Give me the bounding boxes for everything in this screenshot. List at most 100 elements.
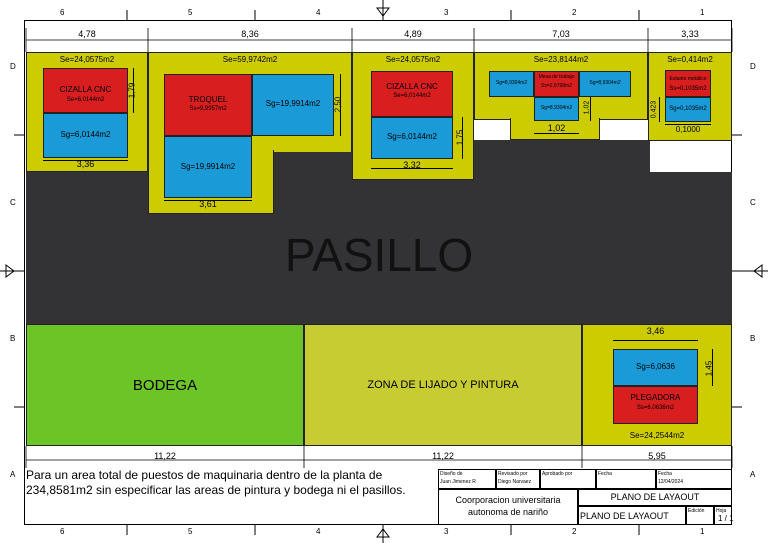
designed-by: Juan Jimenez R [440,479,476,485]
date-cell: Fecha [596,469,656,489]
service-area-label: Sg=19,9914m2 [265,99,321,108]
bodega-area [26,324,304,446]
service-area-label: Sg=6,0144m2 [386,132,438,141]
service-area-troquel-right [252,74,334,136]
dimension-label: 0,1000 [675,125,701,134]
machine-label: TROQUEL [188,95,228,104]
area-note: Para un area total de puestos de maquina… [26,468,406,497]
column-label: 1 [700,527,705,536]
date-label: Fecha [658,471,672,477]
dimension-line [43,160,128,161]
service-area-label: Sg=8,9304m2 [495,80,528,86]
dimension-line [164,200,252,201]
pasillo-area [26,172,732,324]
sheet-label: Hoja [716,508,727,514]
row-label: D [750,62,756,71]
dimension-label: 4,89 [404,29,422,39]
dimension-label: 3,33 [681,29,699,39]
drawing-title: PLANO DE LAYAOUT [610,492,700,502]
service-area-estante [665,97,711,122]
dimension-line [659,97,660,122]
row-label: B [10,334,16,343]
row-label: A [10,470,16,479]
dimension-label: 11,22 [432,451,454,461]
column-label: 4 [316,8,321,17]
drawing-subtitle: PLANO DE LAYAOUT [580,511,669,521]
designed-cell: Diseño de Juan Jimenez R [438,469,496,489]
machine-label: Estante metálico [669,76,707,82]
approved-label: Aprobado por [542,471,573,477]
service-area-label: Sg=6,0144m2 [60,130,111,139]
service-area-label: Sg=19,9914m2 [180,162,236,171]
machine-label: CIZALLA CNC [59,85,112,94]
reviewed-by: Diego Narvaez [498,479,532,485]
designed-label: Diseño de [440,471,463,477]
title-cell [578,489,732,506]
dimension-label: 1,79 [127,82,137,99]
column-label: 1 [700,8,705,17]
service-area-label: Sg=6,0636 [636,362,675,371]
column-label: 3 [444,8,449,17]
edition-cell: Edición [686,506,714,525]
machine-area: Se=6,0144m2 [393,93,431,99]
machine-cizalla-cnc [371,71,453,117]
sheet-cell: Hoja [714,506,732,525]
zone-se-label: Se=24,2544m2 [629,431,685,440]
machine-troquel [164,74,252,136]
service-area-mesa-right [579,71,631,97]
service-area-label: Sg=8,9304m2 [540,105,573,111]
sheet-number: 1 / 1 [718,514,734,523]
column-label: 2 [572,527,577,536]
row-label: D [10,62,16,71]
column-label: 5 [188,527,193,536]
dimension-label: 3,32 [403,160,421,170]
edition-label: Edición [688,508,705,514]
column-label: 2 [572,8,577,17]
service-area-label: Sg=0,1035m2 [669,106,707,112]
service-area-cizalla [43,113,128,158]
approved-cell: Aprobado por [540,469,596,489]
service-area-label: Sg=8,9304m2 [589,80,621,86]
row-label: C [750,198,756,207]
service-area-troquel-bottom [164,136,252,198]
column-label: 4 [316,527,321,536]
machine-label: CIZALLA CNC [386,82,438,91]
date-label: Fecha [598,471,612,477]
dimension-label: 4,78 [78,29,96,39]
zone-mesa-trabajo-lower [510,118,600,140]
zone-se-label: Se=23,8144m2 [533,55,589,64]
bottom-dimension-lines [25,446,733,468]
service-area-mesa-left [489,71,534,97]
zone-se-label: Se=59,9742m2 [222,55,278,64]
dimension-line [340,74,341,136]
zone-se-label: Se=24,0575m2 [59,55,115,64]
column-label: 5 [188,8,193,17]
dimension-line [371,168,453,169]
machine-cizalla-cnc [43,68,128,113]
date-value-cell: Fecha 12/04/2024 [656,469,732,489]
dimension-label: 5,95 [648,451,666,461]
row-label: C [10,198,16,207]
dimension-label: 3,36 [76,159,95,169]
dimension-label: 11,22 [154,451,176,461]
machine-plegadora [613,386,698,424]
service-area-mesa-bottom [534,97,579,121]
organization-cell [438,489,578,525]
top-dimension-lines [25,28,733,52]
machine-label: PLEGADORA [630,393,681,402]
pasillo-label: PASILLO [284,229,474,281]
bodega-label: BODEGA [132,377,198,394]
column-label: 6 [60,8,65,17]
dimension-label: 3,61 [199,199,217,209]
machine-area: Ss=0,1035m2 [669,86,707,92]
zone-se-label: Se=24,0575m2 [385,55,441,64]
dimension-label: 1,02 [547,123,566,133]
dimension-line [133,68,134,113]
dimension-line [462,117,463,159]
dimension-line [590,97,591,121]
machine-estante-metalico [665,70,711,97]
dimension-label: 7,03 [552,29,570,39]
subtitle-cell [578,506,686,525]
machine-area: Ss=6,0636m2 [636,405,675,411]
